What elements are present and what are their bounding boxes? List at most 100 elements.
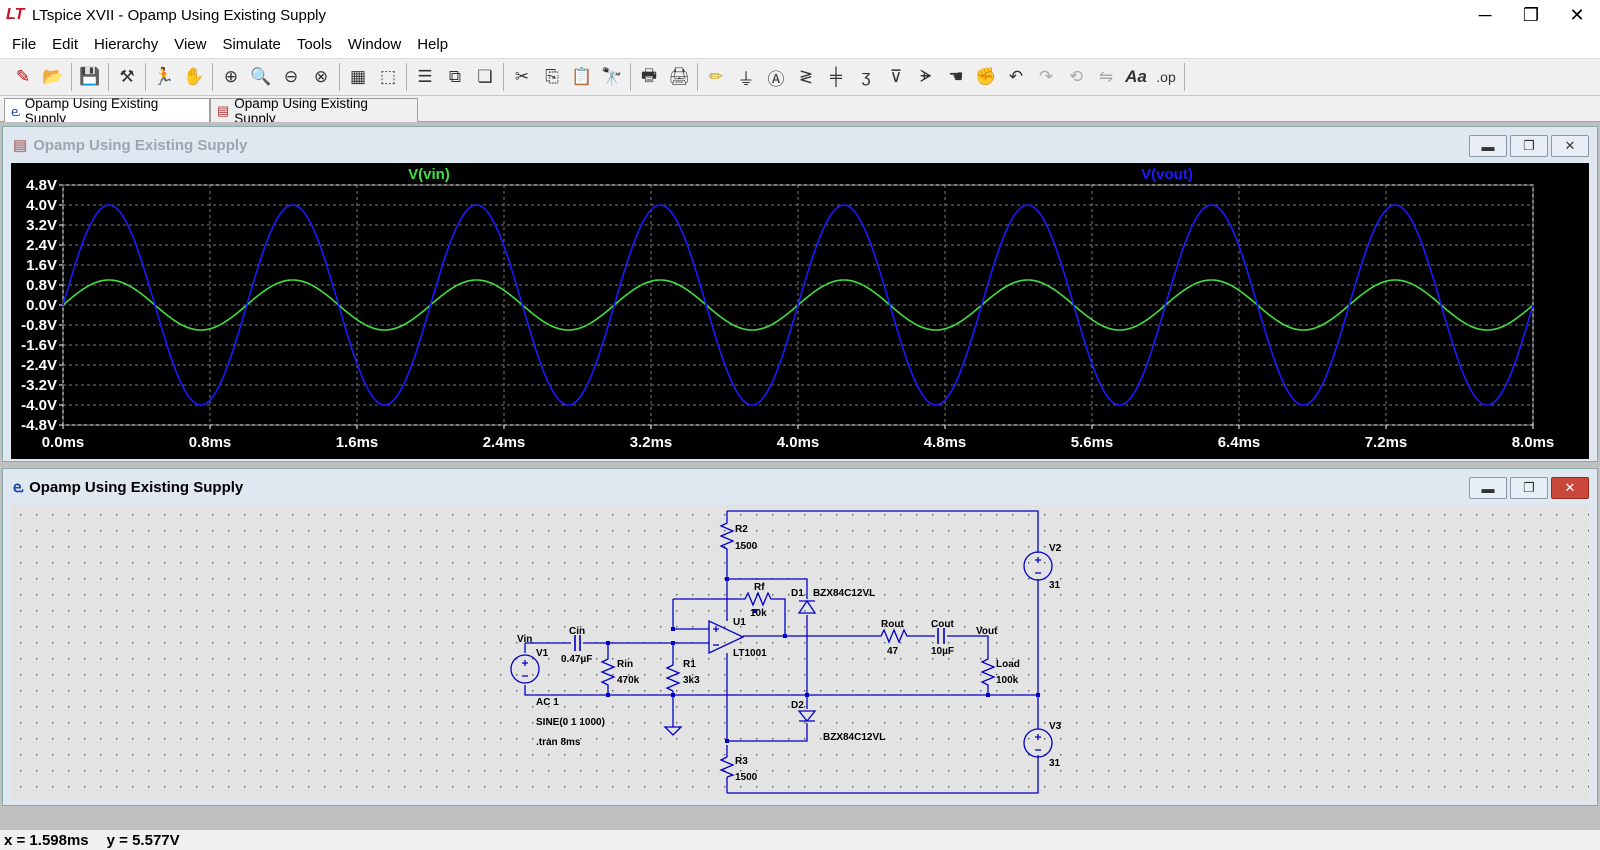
- rout-label: Rout: [881, 619, 904, 630]
- new-schematic-icon[interactable]: ✎: [15, 67, 31, 86]
- undo-icon[interactable]: ↶: [1008, 67, 1024, 86]
- menu-hierarchy[interactable]: Hierarchy: [94, 35, 159, 53]
- diodes: [797, 599, 817, 723]
- y-tick-label: 0.8V: [26, 277, 57, 294]
- child-minimize-button[interactable]: ▬: [1469, 477, 1507, 499]
- drag-icon[interactable]: ✊: [975, 67, 997, 86]
- tab-waveform[interactable]: ▤ Opamp Using Existing Supply: [210, 96, 418, 126]
- draw-wire-icon[interactable]: ✏: [708, 67, 724, 86]
- cursor-mode-icon[interactable]: ⬚: [379, 67, 397, 86]
- menu-bar: File Edit Hierarchy View Simulate Tools …: [0, 30, 1600, 58]
- halt-icon[interactable]: ✋: [183, 67, 205, 86]
- text-icon[interactable]: Aa: [1125, 67, 1147, 86]
- y-tick-label: -4.0V: [21, 397, 57, 414]
- voltage-sources: [510, 551, 1053, 758]
- save-icon[interactable]: 💾: [79, 67, 101, 86]
- mirror-icon[interactable]: ⇋: [1098, 67, 1114, 86]
- toolbar-separator: [108, 63, 109, 91]
- r2-symbol: [719, 519, 735, 553]
- waveform-icon: ▤: [217, 102, 230, 118]
- rotate-icon[interactable]: ⟲: [1068, 67, 1084, 86]
- menu-file[interactable]: File: [12, 35, 37, 53]
- x-tick-label: 0.8ms: [189, 434, 232, 451]
- series-line-vvout: [62, 204, 1534, 406]
- run-icon[interactable]: 🏃: [153, 67, 175, 86]
- v2-label: V2: [1049, 543, 1062, 554]
- inductor-icon[interactable]: ʒ: [861, 67, 871, 86]
- copy-icon[interactable]: ⎘: [545, 67, 559, 86]
- toolbar-separator: [145, 63, 146, 91]
- cin-value: 0.47µF: [561, 654, 592, 665]
- cascade-icon[interactable]: ❏: [477, 67, 493, 86]
- ground-icon[interactable]: ⏚: [737, 69, 755, 89]
- y-tick-label: 1.6V: [26, 257, 57, 274]
- x-tick-label: 2.4ms: [483, 434, 526, 451]
- menu-view[interactable]: View: [174, 35, 207, 53]
- child-maximize-button[interactable]: ❐: [1510, 477, 1548, 499]
- r3-symbol: [719, 745, 735, 778]
- tile-horizontal-icon[interactable]: ☰: [417, 67, 433, 86]
- tab-label: Opamp Using Existing Supply: [234, 95, 368, 126]
- menu-window[interactable]: Window: [347, 35, 402, 53]
- schematic-svg[interactable]: R2 1500 Rf 10k D1 BZX84C12VL V2 31 U1 LT…: [11, 505, 1589, 801]
- menu-edit[interactable]: Edit: [52, 35, 79, 53]
- find-icon[interactable]: 🔭: [601, 67, 623, 86]
- diode-icon[interactable]: ⊽: [889, 67, 903, 86]
- toolbar-separator: [630, 63, 631, 91]
- move-icon[interactable]: ☚: [948, 67, 964, 86]
- child-minimize-button[interactable]: ▬: [1469, 135, 1507, 157]
- label-net-icon[interactable]: Ⓐ: [767, 69, 785, 89]
- v3-symbol: [1023, 728, 1053, 758]
- redo-icon[interactable]: ↷: [1038, 67, 1054, 86]
- toolbar-separator: [697, 63, 698, 91]
- paste-icon[interactable]: 📋: [571, 67, 593, 86]
- zoom-out-icon[interactable]: ⊖: [283, 67, 299, 86]
- tab-schematic[interactable]: ⱸ Opamp Using Existing Supply: [4, 96, 210, 126]
- schematic-canvas[interactable]: R2 1500 Rf 10k D1 BZX84C12VL V2 31 U1 LT…: [11, 505, 1589, 801]
- schematic-window: ⱸ Opamp Using Existing Supply ▬ ❐ ✕: [2, 468, 1598, 806]
- x-tick-label: 4.0ms: [777, 434, 820, 451]
- plot-svg[interactable]: 4.8V4.0V3.2V2.4V1.6V0.8V0.0V-0.8V-1.6V-2…: [11, 163, 1589, 459]
- vin-label: Vin: [517, 634, 532, 645]
- rf-symbol: [739, 591, 773, 607]
- capacitor-icon[interactable]: ╪: [829, 67, 843, 86]
- x-tick-label: 0.0ms: [42, 434, 85, 451]
- menu-simulate[interactable]: Simulate: [222, 35, 281, 53]
- open-icon[interactable]: 📂: [42, 67, 64, 86]
- menu-help[interactable]: Help: [417, 35, 449, 53]
- child-close-button[interactable]: ✕: [1551, 477, 1589, 499]
- component-icon[interactable]: ᗘ: [919, 67, 933, 86]
- resistor-icon[interactable]: ≷: [798, 67, 814, 86]
- u1-label: U1: [733, 617, 746, 628]
- autorange-icon[interactable]: ▦: [349, 67, 367, 86]
- print-preview-icon[interactable]: 🖶: [640, 65, 658, 85]
- tile-vertical-icon[interactable]: ⧉: [448, 67, 462, 86]
- document-tabs: ⱸ Opamp Using Existing Supply ▤ Opamp Us…: [0, 96, 1600, 126]
- r3-value: 1500: [735, 772, 758, 783]
- close-button[interactable]: ✕: [1569, 4, 1585, 25]
- schematic-window-title: ⱸ Opamp Using Existing Supply: [13, 478, 244, 497]
- cut-icon[interactable]: ✂: [514, 67, 530, 86]
- r1-value: 3k3: [683, 675, 700, 686]
- control-panel-icon[interactable]: ⚒: [119, 67, 135, 86]
- menu-tools[interactable]: Tools: [296, 35, 332, 53]
- waveform-window-title: ▤ Opamp Using Existing Supply: [13, 136, 248, 155]
- y-tick-label: 4.0V: [26, 197, 57, 214]
- spice-directive-icon[interactable]: .op: [1156, 69, 1176, 85]
- minimize-button[interactable]: ─: [1478, 4, 1492, 25]
- x-tick-label: 4.8ms: [924, 434, 967, 451]
- cin-symbol: [574, 635, 581, 651]
- print-icon[interactable]: 🖨: [668, 67, 690, 86]
- rf-label: Rf: [754, 582, 765, 593]
- toolbar-separator: [71, 63, 72, 91]
- x-tick-label: 1.6ms: [336, 434, 379, 451]
- child-maximize-button[interactable]: ❐: [1510, 135, 1548, 157]
- maximize-button[interactable]: ❐: [1522, 4, 1540, 25]
- d2-value: BZX84C12VL: [823, 732, 885, 743]
- zoom-in-icon[interactable]: ⊕: [223, 67, 239, 86]
- zoom-fit-icon[interactable]: ⊗: [313, 67, 329, 86]
- child-close-button[interactable]: ✕: [1551, 135, 1589, 157]
- toolbar-separator: [503, 63, 504, 91]
- zoom-pan-icon[interactable]: 🔍: [250, 67, 272, 86]
